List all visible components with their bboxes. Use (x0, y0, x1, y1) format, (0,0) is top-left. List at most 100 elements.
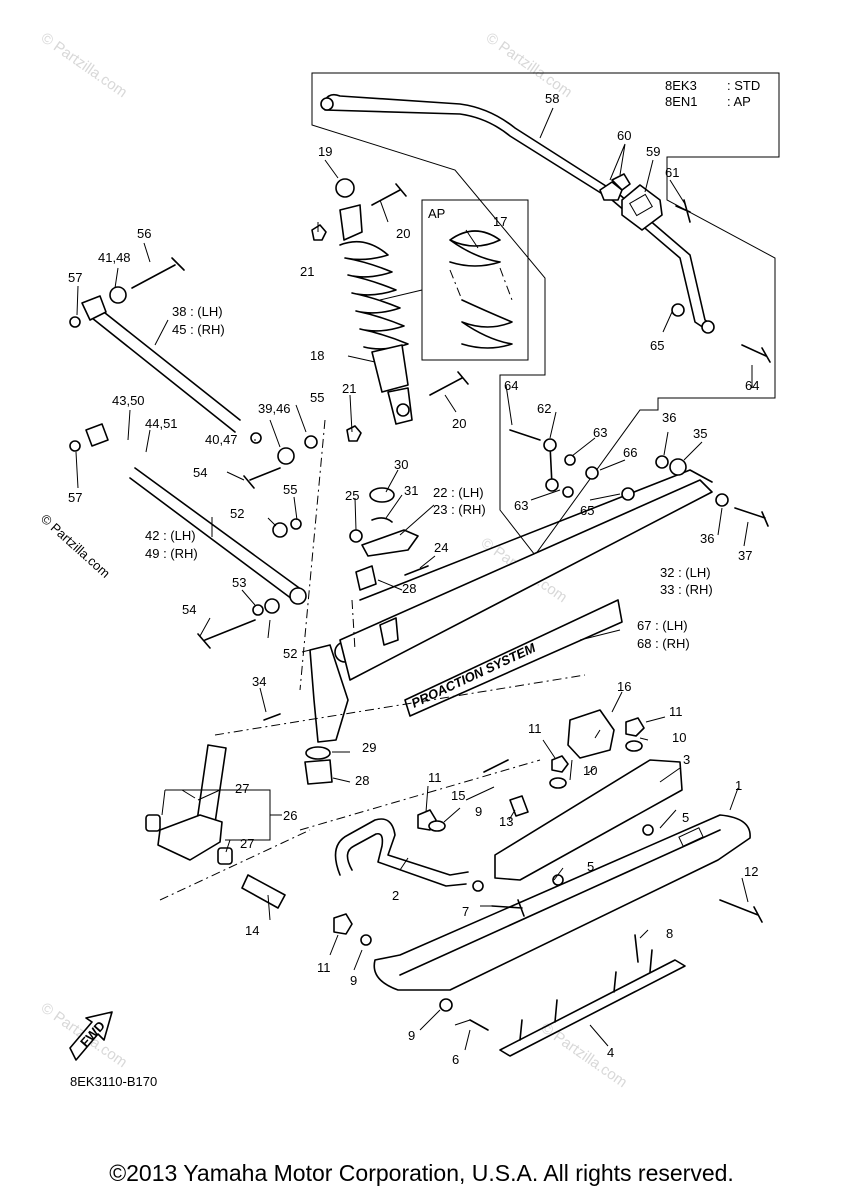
bolt-part (719, 899, 763, 923)
spindle-base (157, 814, 223, 861)
callout-27: 27 (235, 781, 249, 796)
callout-15: 15 (451, 788, 465, 803)
washer-part (585, 466, 599, 480)
nut-part (333, 913, 353, 935)
stabilizer-bracket (621, 184, 663, 231)
callout-56: 56 (137, 226, 151, 241)
shock-bolt-top (371, 183, 407, 206)
nut-part (346, 425, 362, 442)
bolt-part (263, 713, 281, 721)
callout-53: 53 (232, 575, 246, 590)
nut-part (290, 518, 302, 530)
callout-64: 64 (745, 378, 759, 393)
nut-part (621, 487, 635, 501)
leader-lines (75, 107, 753, 1051)
callout-13: 13 (499, 814, 513, 829)
ap-spring-inset: AP (421, 199, 529, 361)
copyright-notice: ©2013 Yamaha Motor Corporation, U.S.A. A… (109, 1160, 734, 1186)
bolt-part (469, 1019, 489, 1031)
callout-66: 66 (623, 445, 637, 460)
callout-20: 20 (396, 226, 410, 241)
bracket-slot (629, 193, 653, 217)
ski-handle (334, 818, 469, 876)
bolt-part (675, 199, 691, 223)
callout-17: 17 (493, 214, 507, 229)
callout-65: 65 (650, 338, 664, 353)
spindle-housing (309, 644, 349, 743)
callout-64: 64 (504, 378, 518, 393)
callouts: 58 60 59 61 19 20 21 17 56 41,48 57 38 :… (68, 91, 759, 1067)
callout-58: 58 (545, 91, 559, 106)
proaction-decal (404, 599, 623, 717)
callout-38: 38 : (LH) (172, 304, 223, 319)
callout-11: 11 (528, 721, 542, 736)
bolt-part (243, 467, 281, 489)
nut-part (69, 440, 81, 452)
shock-bolt-hole (396, 403, 410, 417)
bushing-part (355, 565, 377, 591)
fwd-arrow-icon (69, 1011, 113, 1061)
callout-28: 28 (402, 581, 416, 596)
callout-41-48: 41,48 (98, 250, 131, 265)
callout-32: 32 : (LH) (660, 565, 711, 580)
callout-34: 34 (252, 674, 266, 689)
clip-part (371, 517, 393, 523)
nut-part (311, 224, 327, 241)
pin-part (241, 874, 286, 909)
nut-part (564, 454, 576, 466)
inset-spring-phantom (449, 267, 513, 301)
ski-handle-edge (346, 832, 467, 887)
shock-spring (339, 240, 409, 350)
callout-16: 16 (617, 679, 631, 694)
callout-42: 42 : (LH) (145, 528, 196, 543)
stabilizer-bar (324, 93, 713, 326)
legend-value: : STD (727, 78, 760, 93)
callout-40-47: 40,47 (205, 432, 238, 447)
callout-3: 3 (683, 752, 690, 767)
callout-67: 67 : (LH) (637, 618, 688, 633)
callout-23: 23 : (RH) (433, 502, 486, 517)
callout-9: 9 (475, 804, 482, 819)
callout-52: 52 (230, 506, 244, 521)
washer-part (428, 820, 446, 832)
legend-value: : AP (727, 94, 751, 109)
callout-14: 14 (245, 923, 259, 938)
bolt-part (509, 429, 541, 441)
tie-rod-upper (91, 304, 241, 433)
callout-35: 35 (693, 426, 707, 441)
nut-part (69, 316, 81, 328)
callout-20: 20 (452, 416, 466, 431)
callout-5: 5 (587, 859, 594, 874)
bushing-part (264, 598, 280, 614)
callout-54: 54 (182, 602, 196, 617)
bolt-part (197, 619, 256, 649)
nut-part (671, 303, 685, 317)
nut-part (349, 529, 363, 543)
callout-44-51: 44,51 (145, 416, 178, 431)
shock-body (371, 344, 409, 393)
lower-a-arm-edge (359, 469, 713, 601)
shock-bushing (335, 178, 355, 198)
bolt-part (734, 507, 769, 527)
cap-part (369, 487, 395, 503)
shock-top-eye (339, 204, 363, 241)
washer-part (625, 740, 643, 752)
callout-39-46: 39,46 (258, 401, 291, 416)
wear-bar (499, 959, 686, 1057)
inset-leader (379, 289, 423, 301)
link-end (545, 478, 559, 492)
callout-11: 11 (428, 770, 442, 785)
callout-33: 33 : (RH) (660, 582, 713, 597)
stabilizer-bar-edge (324, 109, 711, 333)
stabilizer-group-outline (311, 72, 780, 556)
callout-60: 60 (617, 128, 631, 143)
callout-37: 37 (738, 548, 752, 563)
washer-part (250, 432, 262, 444)
callout-24: 24 (434, 540, 448, 555)
inset-spring (449, 230, 513, 349)
bushing-part (145, 814, 161, 832)
callout-52: 52 (283, 646, 297, 661)
callout-4: 4 (607, 1045, 614, 1060)
washer-part (549, 777, 567, 789)
